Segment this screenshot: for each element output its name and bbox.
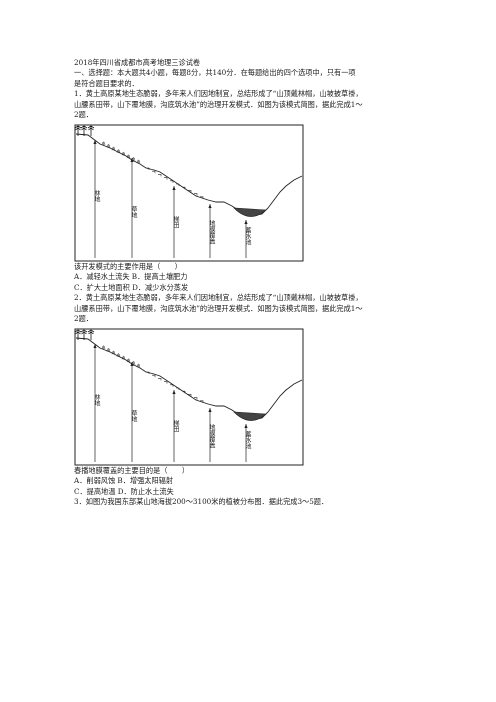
tree-icon — [80, 329, 88, 340]
grass-tuft — [136, 363, 141, 367]
q1-stem-line1: 1．黄土高原某地生态脆弱，多年来人们因地制宜，总结形成了“山顶戴林帽，山坡披草褂… — [74, 89, 363, 98]
arrowhead-mulch — [208, 203, 212, 208]
tree-icon — [87, 125, 95, 136]
tree-icon — [80, 125, 88, 136]
label-terrace: 梯田 — [172, 215, 179, 229]
arrowhead-forest — [93, 343, 97, 348]
label-mulch: 地膜覆盖 — [208, 423, 215, 448]
terrace-step — [182, 186, 186, 189]
arrowhead-pond — [244, 219, 248, 224]
terrace-step — [188, 393, 192, 396]
q3-stem: 3．如图为我国东部某山地海拔200～3100米的植被分布图．据此完成3～5题． — [74, 497, 329, 506]
grass-tuft — [111, 146, 116, 150]
arrowhead-terrace — [172, 389, 176, 394]
tree-icon — [87, 329, 95, 340]
q1-stem-line2: 山腰系田带，山下覆地膜，沟底筑水池”的治理开发模式．如图为该模式简图，据此完成1… — [74, 99, 363, 109]
q1-options-cd: C．扩大土地面积 D．减少水分蒸发 — [74, 282, 189, 292]
arrowhead-grass — [130, 157, 134, 162]
terrace-step — [158, 173, 162, 176]
label-forest: 林地 — [93, 189, 100, 202]
label-pond: 蓄水池 — [244, 226, 251, 245]
terrace-step — [170, 384, 174, 387]
terrace-step — [194, 396, 198, 400]
terrace-step — [170, 180, 174, 183]
label-terrace: 梯田 — [172, 419, 179, 433]
grass-tuft — [106, 347, 111, 352]
section-heading: 一、选择题：本大题共4小题，每题8分，共140分．在每题给出的四个选项中，只有一… — [74, 68, 356, 77]
q2-stem-line1: 2．黄土高原某地生态脆弱，多年来人们因地制宜，总结形成了“山顶戴林帽，山坡披草褂… — [74, 293, 363, 302]
q2-options-ab: A．削弱风蚀 B．增强太阳辐射 — [74, 476, 174, 485]
grass-tuft — [111, 350, 116, 354]
terrain-profile — [75, 133, 303, 216]
grass-tuft — [116, 148, 121, 153]
terrace-step — [152, 170, 156, 173]
label-grass: 草地 — [130, 205, 137, 218]
terrace-step — [176, 387, 180, 390]
grass-tuft — [121, 355, 126, 359]
terrace-step — [146, 167, 150, 170]
tree-icon — [74, 125, 82, 136]
terrace-step — [200, 400, 204, 403]
q2-options-cd: C．提高地温 D．防止水土流失 — [74, 486, 174, 496]
terrace-step — [158, 377, 162, 380]
terrace-step — [146, 371, 150, 374]
arrowhead-terrace — [172, 185, 176, 190]
arrowhead-mulch — [208, 407, 212, 412]
grass-tuft — [116, 352, 121, 357]
terrace-step — [188, 189, 192, 192]
terrace-step — [182, 390, 186, 393]
label-pond: 蓄水池 — [244, 430, 251, 449]
arrowhead-grass — [130, 361, 134, 366]
grass-tuft — [121, 151, 126, 155]
grass-tuft — [101, 345, 106, 349]
q1-question: 该开发模式的主要作用是（ ） — [74, 261, 182, 271]
q1-options-ab: A．减轻水土流失 B．提高土壤肥力 — [74, 272, 188, 281]
arrowhead-pond — [244, 423, 248, 428]
label-forest: 林地 — [93, 393, 100, 406]
pond-water — [233, 207, 267, 217]
q1-stem-line3: 2题． — [74, 110, 93, 119]
label-grass: 草地 — [130, 409, 137, 422]
arrowhead-forest — [93, 139, 97, 144]
grass-tuft — [126, 154, 131, 158]
terrace-step — [176, 183, 180, 186]
tree-icon — [74, 329, 82, 340]
terrace-step — [164, 176, 168, 180]
q2-stem-line2: 山腰系田带，山下覆地膜，沟底筑水池”的治理开发模式．如图为该模式简图，据此完成1… — [74, 303, 363, 313]
exam-page: 2018年四川省成都市高考地理三诊试卷 一、选择题：本大题共4小题，每题8分，共… — [74, 58, 424, 508]
diagram-frame — [74, 124, 304, 261]
terrace-step — [194, 192, 198, 196]
q2-question: 春播地膜覆盖的主要目的是（ ） — [74, 465, 190, 475]
doc-title: 2018年四川省成都市高考地理三诊试卷 — [74, 58, 201, 67]
grass-tuft — [101, 141, 106, 145]
q2-stem-line3: 2题． — [74, 314, 93, 323]
diagram-frame — [74, 328, 304, 465]
grass-tuft — [126, 358, 131, 362]
terrace-step — [152, 374, 156, 377]
label-mulch: 地膜覆盖 — [208, 219, 215, 244]
terrace-step — [200, 196, 204, 199]
grass-tuft — [136, 159, 141, 163]
pond-water — [233, 411, 267, 421]
terrain-profile — [75, 337, 303, 420]
section-heading-cont: 是符合题目要求的． — [74, 78, 139, 88]
terrace-step — [164, 380, 168, 384]
grass-tuft — [106, 143, 111, 148]
